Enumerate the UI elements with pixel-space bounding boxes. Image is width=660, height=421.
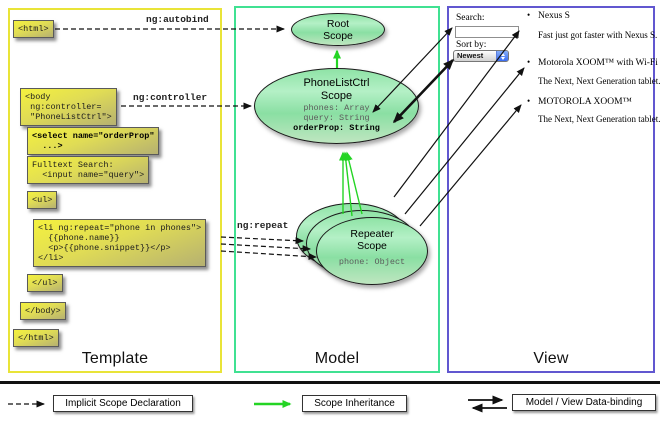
phone-item-title: • Nexus S bbox=[527, 10, 570, 21]
search-input[interactable] bbox=[455, 26, 519, 38]
repeater-scope-title: Repeater Scope bbox=[350, 228, 394, 253]
code-box-body-open: <body ng:controller= "PhoneListCtrl"> bbox=[20, 88, 117, 127]
code-box-ul-close: </ul> bbox=[27, 274, 63, 293]
phonelistctrl-scope-ellipse: PhoneListCtrl Scope phones: Array query:… bbox=[254, 68, 419, 144]
code-box-select: <select name="orderProp" ...> bbox=[27, 127, 160, 156]
scope-prop-phone: phone: Object bbox=[338, 256, 406, 267]
sort-select[interactable]: Newest bbox=[453, 50, 509, 62]
legend-data-binding-box: Model / View Data-binding bbox=[512, 394, 656, 411]
phone-item-title-text: Nexus S bbox=[538, 11, 570, 21]
view-search-label: Search: bbox=[456, 13, 485, 23]
scope-prop-orderprop: orderProp: String bbox=[293, 123, 380, 134]
scope-prop-phones: phones: Array bbox=[303, 102, 370, 113]
bullet-icon: • bbox=[527, 10, 531, 20]
column-label-model: Model bbox=[314, 350, 360, 367]
view-sort-label: Sort by: bbox=[456, 40, 487, 50]
legend-scope-inheritance-box: Scope Inheritance bbox=[302, 395, 407, 412]
legend-separator bbox=[0, 381, 660, 384]
phone-item-desc: The Next, Next Generation tablet. bbox=[538, 114, 660, 124]
bullet-icon: • bbox=[527, 96, 531, 106]
column-label-view: View bbox=[533, 350, 569, 367]
dropdown-stepper-icon bbox=[496, 51, 508, 61]
code-box-html-close: </html> bbox=[13, 329, 59, 348]
code-box-fulltext: Fulltext Search: <input name="query"> bbox=[27, 156, 150, 185]
code-box-ul-open: <ul> bbox=[27, 191, 58, 210]
repeater-scope-ellipse: Repeater Scope phone: Object bbox=[316, 217, 428, 285]
phone-item-title: • MOTOROLA XOOM™ bbox=[527, 96, 632, 107]
code-box-body-close: </body> bbox=[20, 302, 66, 321]
phone-item-title-text: MOTOROLA XOOM™ bbox=[538, 97, 632, 107]
phone-item-desc: Fast just got faster with Nexus S. bbox=[538, 30, 658, 40]
model-column: Model bbox=[234, 6, 440, 373]
code-box-li-repeat: <li ng:repeat="phone in phones"> {{phone… bbox=[33, 219, 207, 268]
connector-label-controller: ng:controller bbox=[133, 92, 208, 103]
code-box-html-open: <html> bbox=[13, 20, 54, 39]
scope-prop-query: query: String bbox=[303, 113, 370, 124]
phonelistctrl-scope-title: PhoneListCtrl Scope bbox=[303, 77, 370, 102]
phone-item-title: • Motorola XOOM™ with Wi-Fi bbox=[527, 57, 658, 68]
chevron-down-icon bbox=[500, 56, 505, 60]
chevron-up-icon bbox=[500, 52, 505, 56]
bullet-icon: • bbox=[527, 57, 531, 67]
sort-select-value: Newest bbox=[457, 51, 484, 61]
legend-implicit-scope-box: Implicit Scope Declaration bbox=[53, 395, 193, 412]
root-scope-ellipse: Root Scope bbox=[291, 13, 385, 46]
connector-label-autobind: ng:autobind bbox=[146, 14, 209, 25]
phone-item-title-text: Motorola XOOM™ with Wi-Fi bbox=[538, 58, 658, 68]
root-scope-title: Root Scope bbox=[323, 18, 353, 43]
phone-item-desc: The Next, Next Generation tablet. bbox=[538, 76, 660, 86]
column-label-template: Template bbox=[81, 350, 149, 367]
connector-label-repeat: ng:repeat bbox=[237, 220, 289, 231]
